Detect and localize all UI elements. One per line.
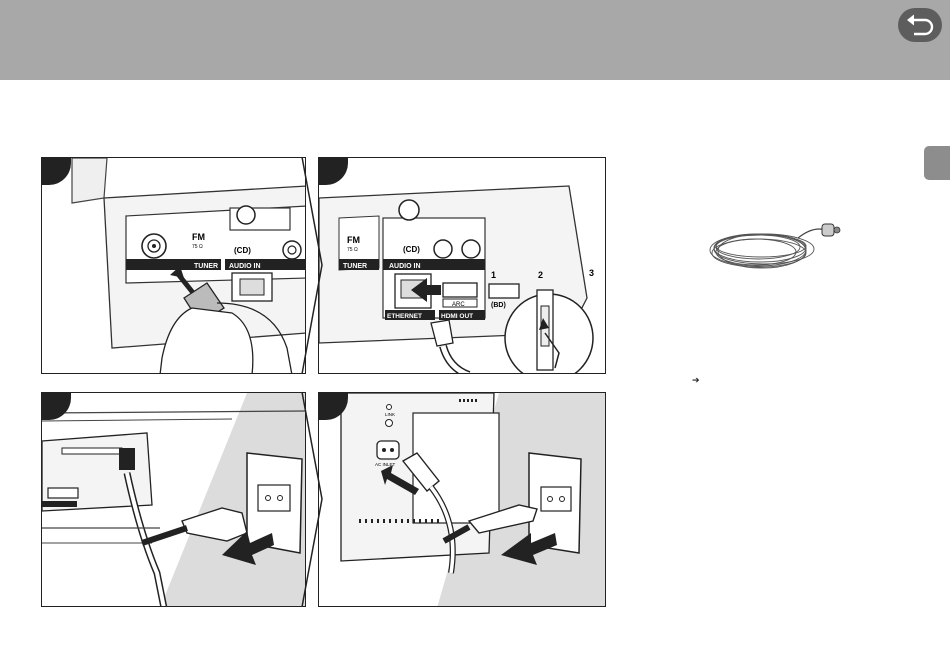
tuner-label: TUNER: [194, 263, 218, 270]
hdmi-in-1-sub-label: (BD): [491, 302, 506, 309]
link-label: LINK: [385, 412, 395, 417]
power-cord-drawing-2: LINK AC INLET: [319, 393, 606, 607]
header-band: [0, 0, 950, 80]
tuner-label-2: TUNER: [343, 263, 367, 270]
back-button[interactable]: [898, 8, 942, 42]
fm-ohm-label: 75 Ω: [192, 244, 203, 250]
see-reference-arrow-icon: ➔: [692, 376, 700, 386]
illustration-fm-antenna: FM 75 Ω TUNER (CD) AUDIO IN: [41, 157, 306, 374]
hdmi-out-label: HDMI OUT: [441, 313, 473, 320]
panel-chevron-separator: [300, 157, 326, 607]
arc-label: ARC: [452, 302, 465, 308]
cd-label: (CD): [234, 246, 251, 255]
fm-ohm-label-2: 75 Ω: [347, 247, 358, 253]
illustration-power-cord-2: LINK AC INLET: [318, 392, 606, 607]
illustration-ethernet-hdmi: FM 75 Ω TUNER (CD) AUDIO IN ETHERNET ARC…: [318, 157, 606, 374]
fm-antenna-accessory-image: [698, 208, 848, 280]
hdmi-in-2-label: 2: [538, 270, 543, 280]
audio-in-label: AUDIO IN: [229, 263, 261, 270]
chapter-side-tab[interactable]: [924, 146, 950, 180]
hdmi-in-1-label: 1: [491, 270, 496, 280]
illustration-power-cord-1: [41, 392, 306, 607]
fm-label: FM: [192, 232, 205, 242]
fm-antenna-drawing: FM 75 Ω TUNER (CD) AUDIO IN: [42, 158, 306, 374]
audio-in-label-2: AUDIO IN: [389, 263, 421, 270]
hdmi-in-3-label: 3: [589, 268, 594, 278]
power-cord-drawing-1: [42, 393, 306, 607]
fm-label-2: FM: [347, 235, 360, 245]
cd-label-2: (CD): [403, 245, 420, 254]
undo-arrow-icon: [898, 8, 942, 42]
ethernet-hdmi-drawing: FM 75 Ω TUNER (CD) AUDIO IN ETHERNET ARC…: [319, 158, 606, 374]
ethernet-label: ETHERNET: [387, 313, 422, 320]
